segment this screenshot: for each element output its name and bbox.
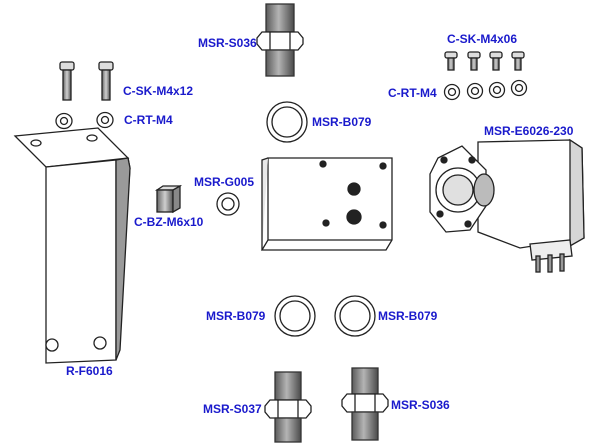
label-c-rt-m4-right: C-RT-M4 [388,86,437,100]
seal-msr-g005 [216,192,240,216]
label-r-f6016: R-F6016 [66,364,113,378]
label-c-sk-m4x06: C-SK-M4x06 [447,32,517,46]
fitting-msr-s036-top [256,3,304,77]
label-msr-s036-top: MSR-S036 [198,36,257,50]
label-msr-b079-right: MSR-B079 [378,309,438,323]
washers-c-rt-m4-left [55,111,114,130]
bolt-c-bz-m6x10 [154,184,183,214]
label-c-rt-m4-left: C-RT-M4 [124,113,173,127]
bracket-r-f6016 [13,127,131,364]
seal-msr-b079-top [266,101,308,143]
label-msr-g005: MSR-G005 [194,175,254,189]
seal-msr-b079-right [334,295,376,337]
seal-msr-b079-left [274,295,316,337]
label-msr-s036-bottom: MSR-S036 [391,398,450,412]
solenoid-msr-e6026-230 [429,138,585,273]
bolts-c-sk-m4x06 [444,51,525,71]
bolts-c-sk-m4x12 [59,61,114,101]
label-msr-b079-top: MSR-B079 [312,115,372,129]
label-msr-s037: MSR-S037 [203,402,262,416]
label-c-bz-m6x10: C-BZ-M6x10 [134,215,204,229]
fitting-msr-s037 [264,371,312,443]
label-msr-b079-left: MSR-B079 [206,309,266,323]
fitting-msr-s036-bottom [341,367,389,441]
label-msr-e6026-230: MSR-E6026-230 [484,124,574,138]
label-c-sk-m4x12: C-SK-M4x12 [123,84,193,98]
valve-body-block [260,157,393,251]
washers-c-rt-m4-right [443,79,528,101]
